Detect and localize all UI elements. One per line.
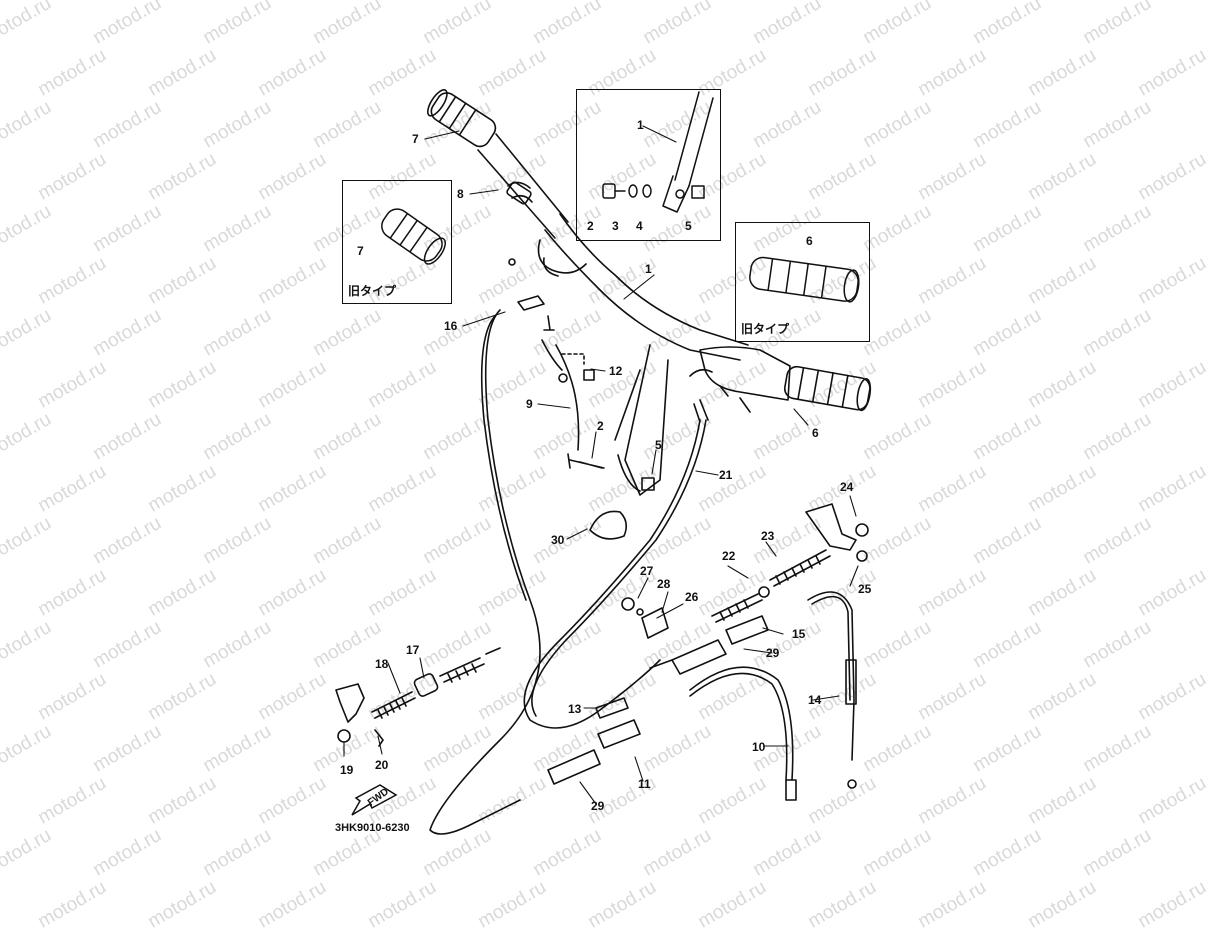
callout-14: 14 bbox=[808, 693, 822, 707]
adjuster-11 bbox=[597, 719, 641, 749]
handlebar-main bbox=[544, 213, 749, 361]
callout-30: 30 bbox=[551, 533, 565, 547]
callout-6-inset: 6 bbox=[806, 234, 813, 248]
callout-2-top: 2 bbox=[587, 219, 594, 233]
callout-2-main: 2 bbox=[597, 419, 604, 433]
callout-29-upper: 29 bbox=[766, 646, 780, 660]
handlebar-assembly-drawing bbox=[335, 89, 872, 835]
cable-21 bbox=[523, 419, 701, 729]
callout-23: 23 bbox=[761, 529, 775, 543]
callout-27: 27 bbox=[640, 564, 654, 578]
callout-13: 13 bbox=[568, 702, 582, 716]
callout-26: 26 bbox=[685, 590, 699, 604]
inset-left-grip-drawing bbox=[381, 208, 446, 265]
callout-21: 21 bbox=[719, 468, 733, 482]
cable-9 bbox=[555, 344, 580, 451]
throttle-housing bbox=[699, 346, 791, 401]
inset-top-drawing bbox=[602, 91, 714, 213]
plate-26 bbox=[641, 607, 669, 639]
cable-14 bbox=[807, 591, 855, 761]
callout-5-top: 5 bbox=[685, 219, 692, 233]
callout-8: 8 bbox=[457, 187, 464, 201]
callout-7-inset: 7 bbox=[357, 244, 364, 258]
callout-22: 22 bbox=[722, 549, 736, 563]
callout-20: 20 bbox=[375, 758, 389, 772]
callout-25: 25 bbox=[858, 582, 872, 596]
lever-25 bbox=[805, 503, 857, 551]
callout-15: 15 bbox=[792, 627, 806, 641]
inset-top-detail bbox=[576, 89, 721, 241]
right-grip bbox=[783, 365, 872, 412]
inset-right-grip-drawing bbox=[749, 256, 860, 303]
callout-1-top: 1 bbox=[637, 118, 644, 132]
inset-left-old-type: 旧タイプ bbox=[342, 180, 452, 304]
callout-17: 17 bbox=[406, 643, 420, 657]
adjuster-13 bbox=[595, 697, 629, 719]
diagram-code: 3HK9010-6230 bbox=[335, 822, 410, 834]
callout-9: 9 bbox=[526, 397, 533, 411]
bracket-30 bbox=[589, 510, 628, 540]
left-grip bbox=[426, 89, 497, 148]
tube-29-lower bbox=[547, 749, 601, 785]
adjuster-15 bbox=[725, 615, 769, 645]
callout-7-main: 7 bbox=[412, 132, 419, 146]
spring-22 bbox=[711, 593, 763, 623]
bracket-19-20 bbox=[335, 683, 365, 723]
callout-18: 18 bbox=[375, 657, 389, 671]
cable-16 bbox=[429, 309, 541, 835]
cable-10 bbox=[689, 666, 794, 781]
callout-1-main: 1 bbox=[645, 262, 652, 276]
callout-10: 10 bbox=[752, 740, 766, 754]
callout-11: 11 bbox=[638, 777, 651, 791]
callout-3: 3 bbox=[612, 219, 619, 233]
callout-29-lower: 29 bbox=[591, 799, 605, 813]
spring-18 bbox=[371, 691, 416, 719]
callout-28: 28 bbox=[657, 577, 671, 591]
callout-16: 16 bbox=[444, 319, 458, 333]
tube-29-upper bbox=[671, 639, 727, 675]
callout-4: 4 bbox=[636, 219, 643, 233]
inset-left-label: 旧タイプ bbox=[348, 284, 397, 298]
handlebar-left-tube bbox=[477, 133, 569, 239]
inset-right-label: 旧タイプ bbox=[741, 322, 790, 336]
callout-5-main: 5 bbox=[655, 438, 662, 452]
forward-arrow-icon bbox=[351, 784, 398, 816]
spring-23 bbox=[769, 549, 831, 587]
inset-right-old-type: 旧タイプ bbox=[735, 222, 870, 342]
callout-19: 19 bbox=[340, 763, 354, 777]
handlebar-stem bbox=[614, 344, 669, 496]
callout-6-main: 6 bbox=[812, 426, 819, 440]
callout-12: 12 bbox=[609, 364, 623, 378]
callout-24: 24 bbox=[840, 480, 854, 494]
